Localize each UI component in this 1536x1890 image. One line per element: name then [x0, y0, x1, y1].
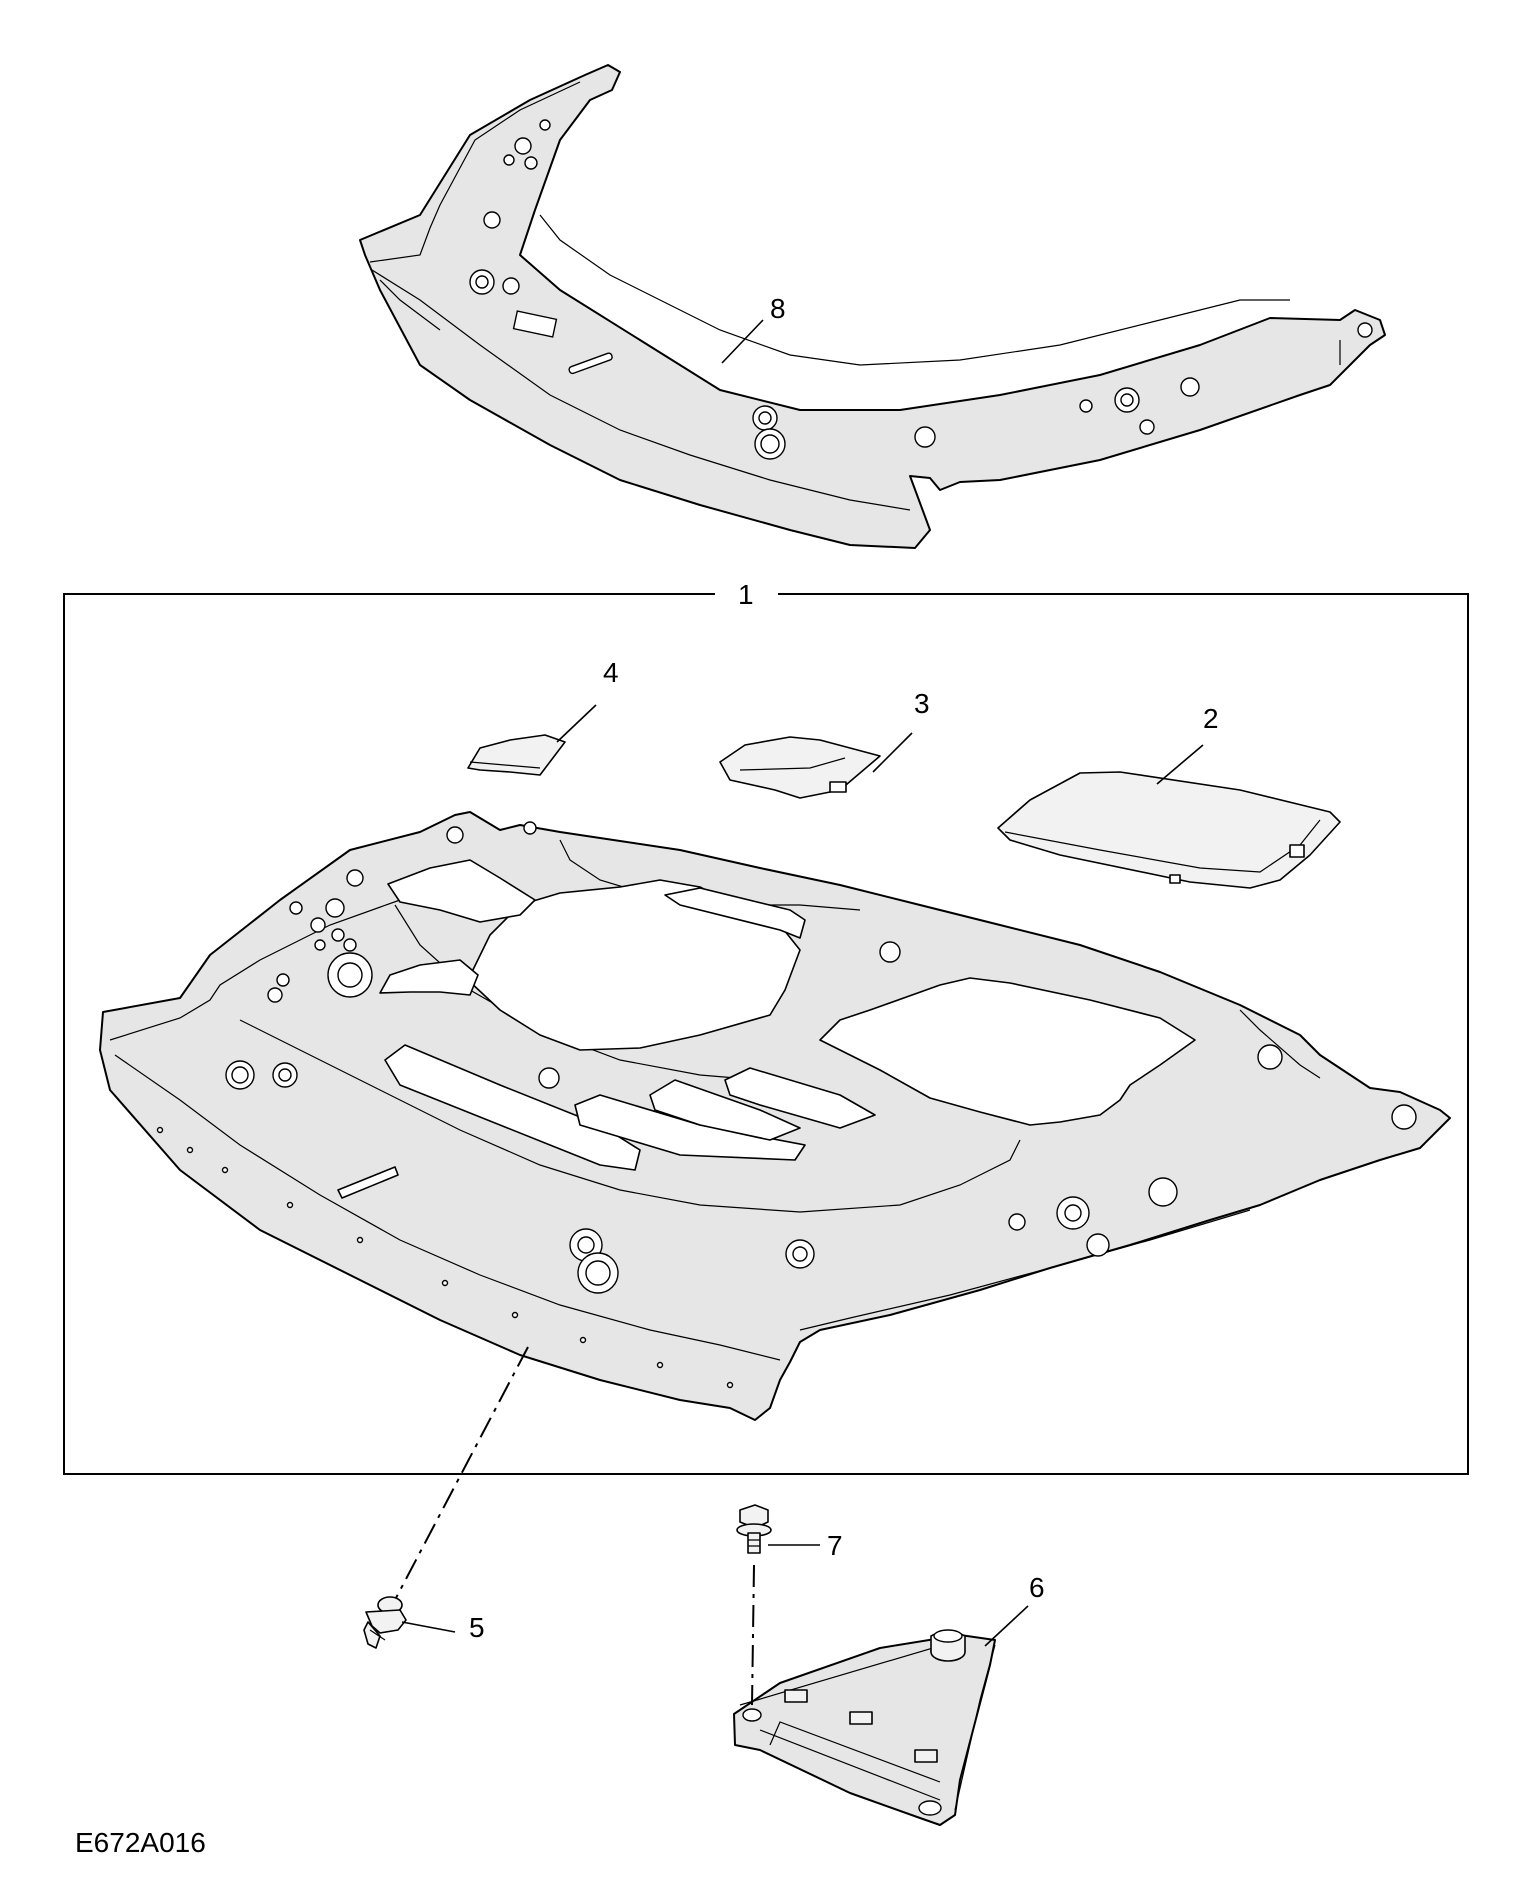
access-cover-icon[interactable] [719, 736, 881, 799]
bracket-icon[interactable] [733, 1629, 996, 1826]
callout-6: 6 [1029, 1572, 1045, 1603]
drawing-code: E672A016 [75, 1827, 206, 1858]
assembly-lines [395, 1346, 755, 1706]
callout-2: 2 [1203, 703, 1219, 734]
service-cover-icon[interactable] [997, 771, 1341, 889]
assembly-frame [63, 593, 1469, 1475]
push-clip-icon[interactable] [363, 1596, 407, 1649]
callout-labels: 8 1 4 3 2 7 5 6 [469, 293, 1219, 1643]
front-crossmember-panel-icon[interactable] [359, 64, 1386, 549]
callout-1: 1 [738, 579, 754, 610]
callout-4: 4 [603, 657, 619, 688]
callout-3: 3 [914, 688, 930, 719]
leader-lines [401, 319, 1204, 1647]
small-cover-icon[interactable] [467, 734, 566, 776]
undertray-assembly-icon[interactable] [99, 811, 1451, 1421]
bolt-icon[interactable] [736, 1504, 772, 1554]
callout-7: 7 [827, 1530, 843, 1561]
callout-8: 8 [770, 293, 786, 324]
callout-5: 5 [469, 1612, 485, 1643]
